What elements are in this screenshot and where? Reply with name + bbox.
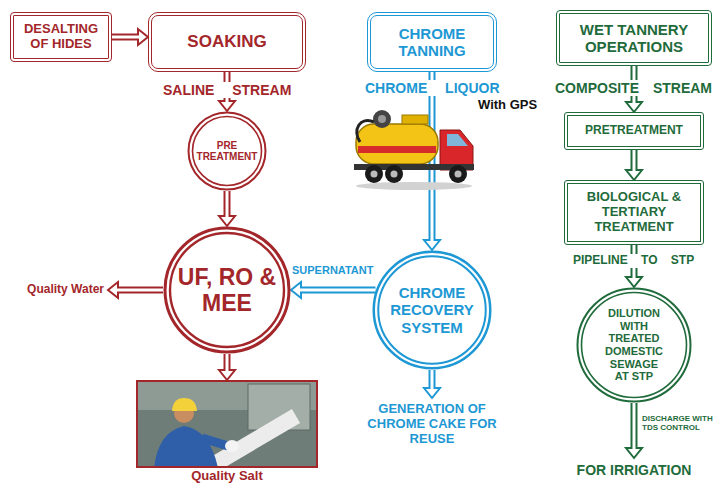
connector bbox=[219, 191, 235, 226]
wheel-hub bbox=[455, 171, 462, 178]
stream-label: COMPOSITE STREAM bbox=[553, 80, 714, 96]
photo-frame: Quality Salt bbox=[136, 380, 318, 468]
circle-outer-ring bbox=[165, 228, 289, 352]
photo-ground bbox=[136, 380, 318, 468]
connector bbox=[626, 150, 642, 180]
stream-label: SALINE STREAM bbox=[161, 82, 293, 98]
worker-arm bbox=[202, 438, 228, 446]
stream-label: CHROME LIQUOR bbox=[363, 80, 502, 96]
worker-body bbox=[154, 426, 218, 468]
truck-wheel bbox=[449, 165, 467, 183]
flow-label: FOR IRRIGATION bbox=[564, 462, 704, 478]
arrow-shaft-inner bbox=[116, 289, 163, 292]
connector bbox=[291, 282, 375, 298]
node-text: CHROME RECOVERY SYSTEM bbox=[384, 284, 480, 336]
process-circle: DILUTION WITH TREATED DOMESTIC SEWAGE AT… bbox=[576, 287, 692, 403]
truck-shadow bbox=[356, 182, 472, 190]
photo-caption: Quality Salt bbox=[138, 469, 316, 484]
process-box: SOAKING bbox=[148, 12, 306, 72]
node-text: CHROME TANNING bbox=[373, 25, 491, 60]
node-text: UF, RO & MEE bbox=[177, 264, 277, 317]
stream-label: PIPELINE TO STP bbox=[571, 254, 696, 268]
process-box: BIOLOGICAL & TERTIARY TREATMENT bbox=[564, 180, 704, 245]
process-circle: UF, RO & MEE bbox=[163, 226, 291, 354]
cab-window bbox=[447, 134, 468, 146]
truck-wheel bbox=[385, 165, 403, 183]
arrow-shaft-inner bbox=[431, 370, 434, 390]
process-circle: CHROME RECOVERY SYSTEM bbox=[372, 250, 492, 370]
connector bbox=[219, 354, 235, 380]
process-box: CHROME TANNING bbox=[367, 12, 497, 72]
node-text: DILUTION WITH TREATED DOMESTIC SEWAGE AT… bbox=[602, 307, 666, 383]
flow-label: With GPS bbox=[478, 98, 548, 113]
truck-hose bbox=[357, 121, 374, 142]
process-box: DESALTING OF HIDES bbox=[10, 12, 112, 62]
node-text: BIOLOGICAL & TERTIARY TREATMENT bbox=[570, 190, 698, 235]
salt-photo bbox=[136, 380, 318, 468]
vacuum-truck bbox=[352, 100, 477, 192]
circle-inner-ring bbox=[582, 293, 687, 398]
hose-reel bbox=[373, 110, 391, 128]
truck-wheel bbox=[365, 165, 383, 183]
circle-outer-ring bbox=[578, 289, 691, 402]
circle-outer-ring bbox=[374, 252, 491, 369]
process-box: PRETREATMENT bbox=[564, 112, 704, 150]
wheel-hub bbox=[371, 171, 378, 178]
node-text: PRE TREATMENT bbox=[194, 140, 260, 163]
wheel-hub bbox=[391, 171, 398, 178]
truck-tank bbox=[356, 124, 438, 164]
node-text: DESALTING OF HIDES bbox=[16, 22, 106, 52]
arrow-shaft-inner bbox=[299, 289, 375, 292]
flow-label: Quality Water bbox=[14, 283, 104, 297]
node-text: SOAKING bbox=[157, 32, 297, 52]
arrow-shaft-inner bbox=[226, 354, 229, 372]
flow-label: GENERATION OF CHROME CAKE FOR REUSE bbox=[362, 402, 502, 447]
process-box: WET TANNERY OPERATIONS bbox=[556, 10, 712, 66]
circle-inner-ring bbox=[378, 256, 486, 364]
arrow-shaft-inner bbox=[112, 36, 140, 39]
worker-glove bbox=[225, 440, 239, 452]
circle-inner-ring bbox=[193, 117, 262, 186]
arrow-shaft-inner bbox=[633, 150, 636, 172]
stream-label: SUPERNATANT bbox=[290, 264, 375, 277]
node-text: WET TANNERY OPERATIONS bbox=[564, 21, 704, 56]
hose-reel-hub bbox=[378, 115, 386, 123]
arrow-shaft-inner bbox=[633, 403, 636, 450]
worker-helmet bbox=[172, 398, 197, 411]
circle-outer-ring bbox=[189, 113, 266, 190]
process-circle: PRE TREATMENT bbox=[187, 111, 267, 191]
node-text: PRETREATMENT bbox=[570, 124, 698, 138]
flow-label: DISCHARGE WITH TDS CONTROL bbox=[642, 414, 718, 432]
circle-inner-ring bbox=[170, 233, 284, 347]
truck-stripe bbox=[358, 146, 436, 153]
truck-hatch bbox=[402, 115, 428, 124]
connector bbox=[112, 29, 148, 45]
arrow-shaft-inner bbox=[226, 191, 229, 218]
